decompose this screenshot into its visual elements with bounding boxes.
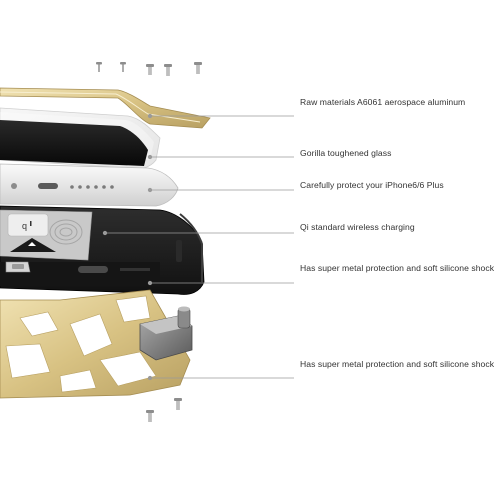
metal-back-plate	[0, 289, 191, 399]
callout-case-protection: Has super metal protection and soft sili…	[300, 263, 495, 273]
speaker-grille	[70, 185, 114, 189]
screw-icon	[174, 398, 182, 410]
callout-glass: Gorilla toughened glass	[300, 148, 392, 158]
headphone-jack	[11, 183, 17, 189]
iphone-body	[0, 120, 179, 207]
screw-icon	[194, 62, 202, 74]
hinge-block	[139, 306, 193, 361]
screw-icon	[96, 62, 102, 72]
aluminum-frame	[0, 87, 211, 129]
protective-case: q	[0, 205, 205, 295]
screw-icon	[146, 410, 154, 422]
callout-back-plate-protection: Has super metal protection and soft sili…	[300, 359, 495, 369]
charging-coil	[49, 219, 83, 245]
svg-text:q: q	[22, 221, 27, 231]
qi-charging-panel: q	[0, 209, 93, 261]
screw-icon	[164, 64, 172, 76]
top-screws	[96, 62, 202, 76]
lightning-port	[38, 183, 58, 189]
leader-lines	[102, 113, 294, 381]
callout-iphone: Carefully protect your iPhone6/6 Plus	[300, 180, 444, 190]
screw-icon	[120, 62, 126, 72]
callout-qi-charging: Qi standard wireless charging	[300, 222, 415, 232]
screw-icon	[146, 64, 154, 75]
bottom-screws	[146, 398, 182, 422]
callout-aluminum: Raw materials A6061 aerospace aluminum	[300, 97, 466, 107]
qi-wireless-icon: q	[22, 221, 32, 231]
